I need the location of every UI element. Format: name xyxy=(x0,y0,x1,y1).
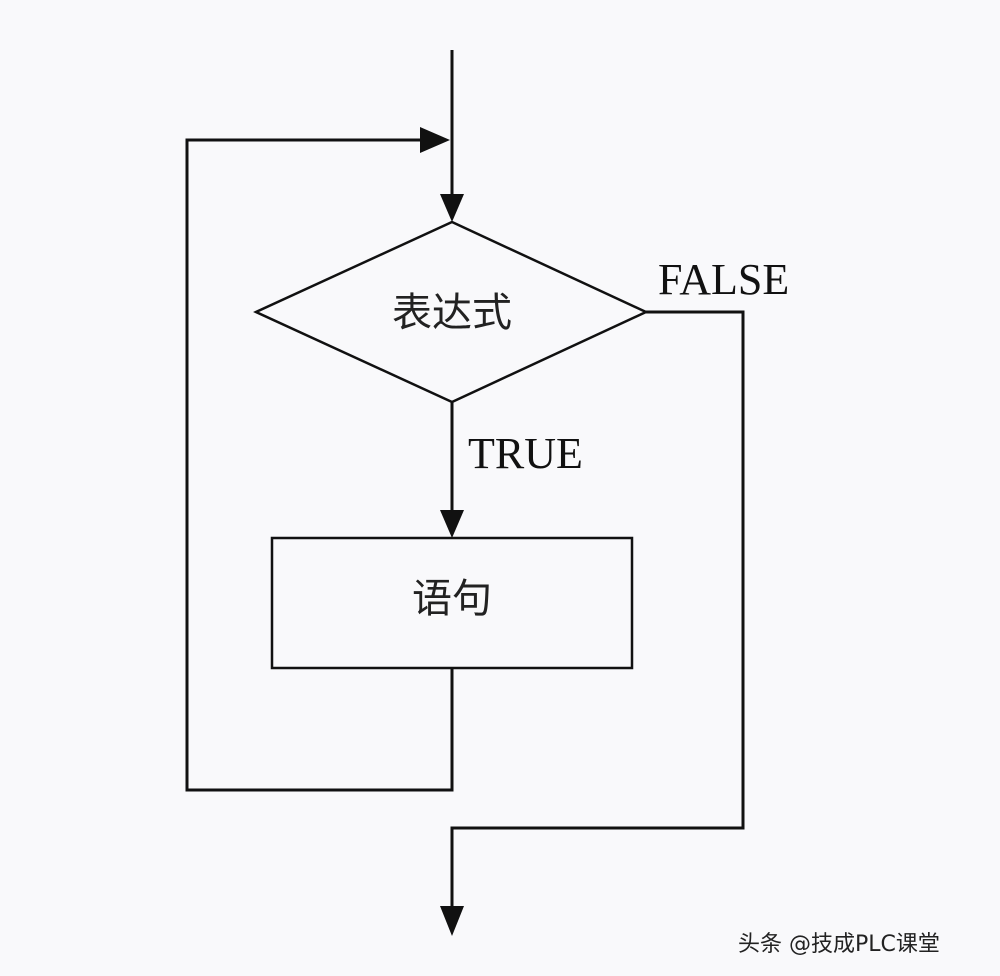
statement-label: 语句 xyxy=(412,576,492,622)
watermark: 头条 @技成PLC课堂 xyxy=(738,932,940,957)
true-arrowhead xyxy=(440,510,464,538)
true-label: TRUE xyxy=(468,429,583,478)
loop-arrowhead xyxy=(420,127,450,153)
decision-label: 表达式 xyxy=(392,290,512,336)
entry-arrowhead xyxy=(440,194,464,222)
false-label: FALSE xyxy=(658,255,789,304)
false-branch-line xyxy=(450,310,745,910)
exit-arrowhead xyxy=(440,906,464,936)
loop-back-line xyxy=(185,138,454,792)
